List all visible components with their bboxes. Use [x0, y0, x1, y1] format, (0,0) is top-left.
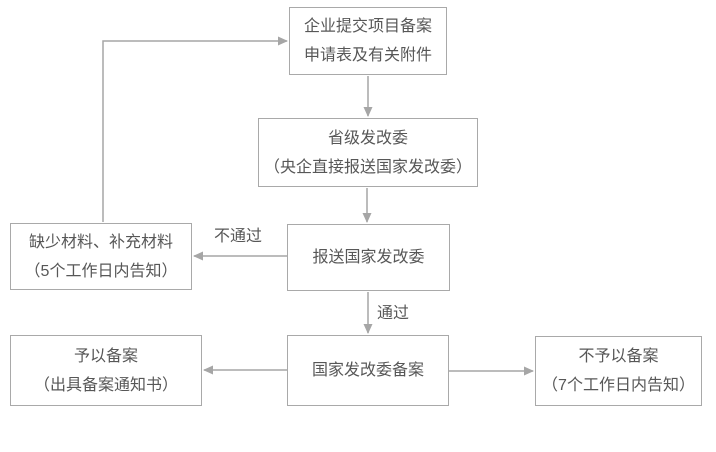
box-text-line: 省级发改委 — [327, 129, 408, 147]
box-provincial-drc: 省级发改委 （央企直接报送国家发改委） — [258, 118, 478, 187]
box-filing-denied: 不予以备案 （7个工作日内告知） — [535, 336, 702, 406]
box-text-line: （央企直接报送国家发改委） — [263, 158, 472, 176]
box-text-line: 缺少材料、补充材料 — [28, 233, 173, 251]
box-text-line: 予以备案 — [73, 347, 138, 365]
box-report-national-drc: 报送国家发改委 — [287, 224, 450, 291]
box-text-line: （5个工作日内告知） — [24, 262, 178, 280]
box-national-drc-filing: 国家发改委备案 — [287, 335, 449, 406]
box-missing-materials: 缺少材料、补充材料 （5个工作日内告知） — [10, 223, 192, 290]
edge-label-fail: 不通过 — [214, 228, 263, 245]
box-text-line: 国家发改委备案 — [311, 362, 424, 379]
box-text-line: 不予以备案 — [578, 348, 659, 365]
box-text-line: 企业提交项目备案 — [303, 18, 432, 35]
edge-label-pass: 通过 — [377, 305, 410, 322]
box-text-line: 申请表及有关附件 — [303, 47, 432, 64]
box-text-line: 报送国家发改委 — [312, 249, 425, 266]
box-enterprise-submit: 企业提交项目备案 申请表及有关附件 — [289, 7, 447, 75]
box-text-line: （7个工作日内告知） — [542, 377, 695, 394]
box-text-line: （出具备案通知书） — [33, 376, 178, 394]
box-filing-granted: 予以备案 （出具备案通知书） — [10, 335, 202, 406]
